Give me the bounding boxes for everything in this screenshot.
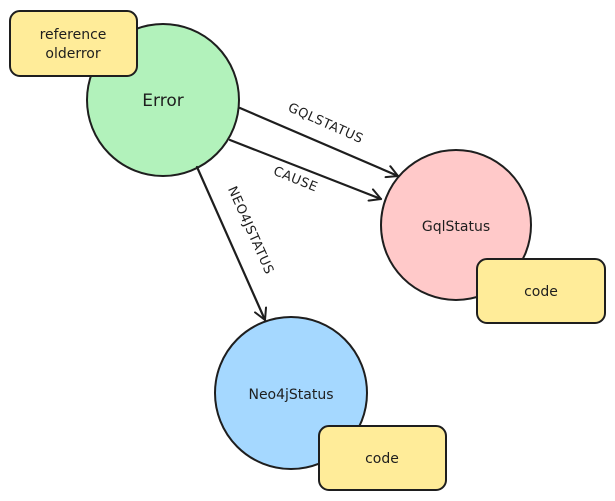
neo4jstatus-label: Neo4jStatus bbox=[248, 387, 333, 403]
error-note-line1: reference bbox=[40, 27, 107, 43]
edge-cause-line bbox=[228, 138, 383, 202]
gqlstatus-note-box bbox=[476, 258, 606, 324]
edge-gqlstatus-line bbox=[238, 106, 400, 179]
gqlstatus-note[interactable]: code bbox=[476, 258, 606, 324]
edge-neo4jstatus-line bbox=[195, 165, 268, 322]
edge-neo4jstatus[interactable]: NEO4JSTATUS bbox=[195, 165, 276, 322]
gqlstatus-note-text: code bbox=[524, 284, 558, 300]
error-label: Error bbox=[142, 91, 183, 111]
gqlstatus-label: GqlStatus bbox=[422, 219, 490, 235]
edge-cause-label: CAUSE bbox=[271, 164, 320, 195]
error-note-box bbox=[9, 10, 138, 77]
error-note-line2: olderror bbox=[45, 46, 100, 62]
edge-cause[interactable]: CAUSE bbox=[228, 138, 383, 202]
neo4jstatus-note-box bbox=[318, 425, 447, 491]
edge-neo4jstatus-label: NEO4JSTATUS bbox=[224, 184, 276, 276]
error-note[interactable]: reference olderror bbox=[9, 10, 138, 77]
edge-gqlstatus-label: GQLSTATUS bbox=[285, 101, 365, 148]
neo4jstatus-note[interactable]: code bbox=[318, 425, 447, 491]
edge-gqlstatus[interactable]: GQLSTATUS bbox=[238, 101, 400, 179]
neo4jstatus-note-text: code bbox=[365, 451, 399, 467]
